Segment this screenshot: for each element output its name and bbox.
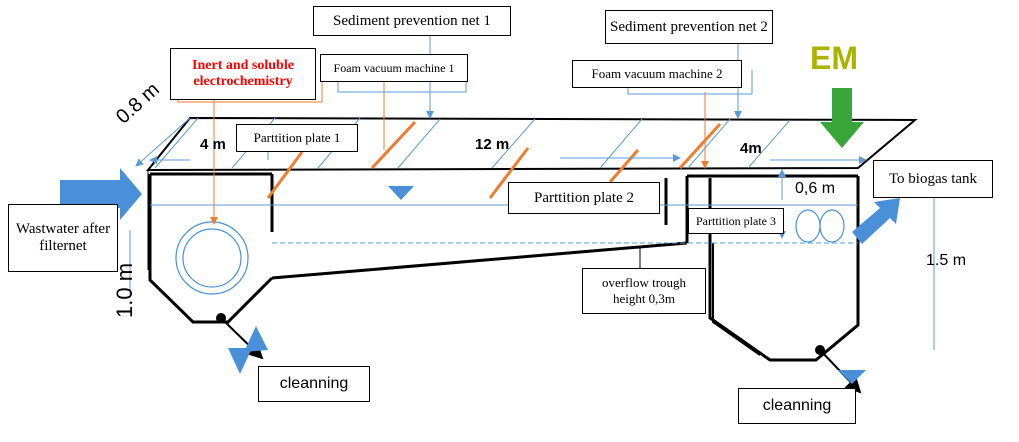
partition-plate-1-label: Parttition plate 1: [236, 124, 358, 152]
dim-depth-2: 1.5 m: [926, 252, 967, 269]
tank-top-outline: [145, 116, 918, 172]
dim-length-2: 12 m: [475, 136, 510, 153]
foam-machine-2-label: Foam vacuum machine 2: [572, 60, 742, 88]
sediment-net-2-label: Sediment prevention net 2: [605, 10, 773, 44]
diffuser-circles: [795, 209, 845, 243]
aerator-inner: [182, 228, 242, 288]
em-arrow: [820, 88, 864, 148]
valve-1: [228, 326, 268, 374]
sediment-net-1-label: Sediment prevention net 1: [313, 6, 511, 36]
orange-nets: [266, 120, 722, 199]
tank-section-3-outline: [708, 176, 860, 362]
dim-water-height: 0,6 m: [795, 180, 836, 197]
drain-pipe-1: [220, 317, 264, 360]
dim-depth-1: 1.0 m: [112, 262, 137, 318]
tank-section-1-outline: [148, 174, 274, 324]
cleaning-label-1: cleanning: [258, 366, 370, 402]
valve-2: [838, 370, 866, 384]
inert-electrochemistry-label: Inert and soluble electrochemistry: [170, 48, 316, 100]
aerator-outer: [175, 221, 249, 295]
to-biogas-label: To biogas tank: [873, 160, 993, 198]
partition-plate-3-label: Parttition plate 3: [688, 208, 784, 234]
dim-length-1: 4 m: [200, 136, 226, 153]
partition-plate-2-label: Parttition plate 2: [508, 182, 660, 214]
water-level-marker: [388, 186, 414, 200]
leader-foam2-box: [627, 70, 753, 95]
dim-width-arrow: [135, 117, 191, 167]
dim-length-3: 4m: [740, 140, 762, 157]
outlet-arrow: [852, 198, 900, 244]
tank-bottom-slope: [271, 241, 688, 280]
overflow-trough-label: overflow trough height 0,3m: [582, 268, 706, 314]
em-label: EM: [810, 40, 858, 76]
cleaning-label-2: cleanning: [738, 388, 856, 424]
wastewater-label: Wastwater after filternet: [8, 204, 118, 272]
tank-section-3-inner: [712, 243, 761, 356]
foam-machine-1-label: Foam vacuum machine 1: [320, 54, 468, 82]
